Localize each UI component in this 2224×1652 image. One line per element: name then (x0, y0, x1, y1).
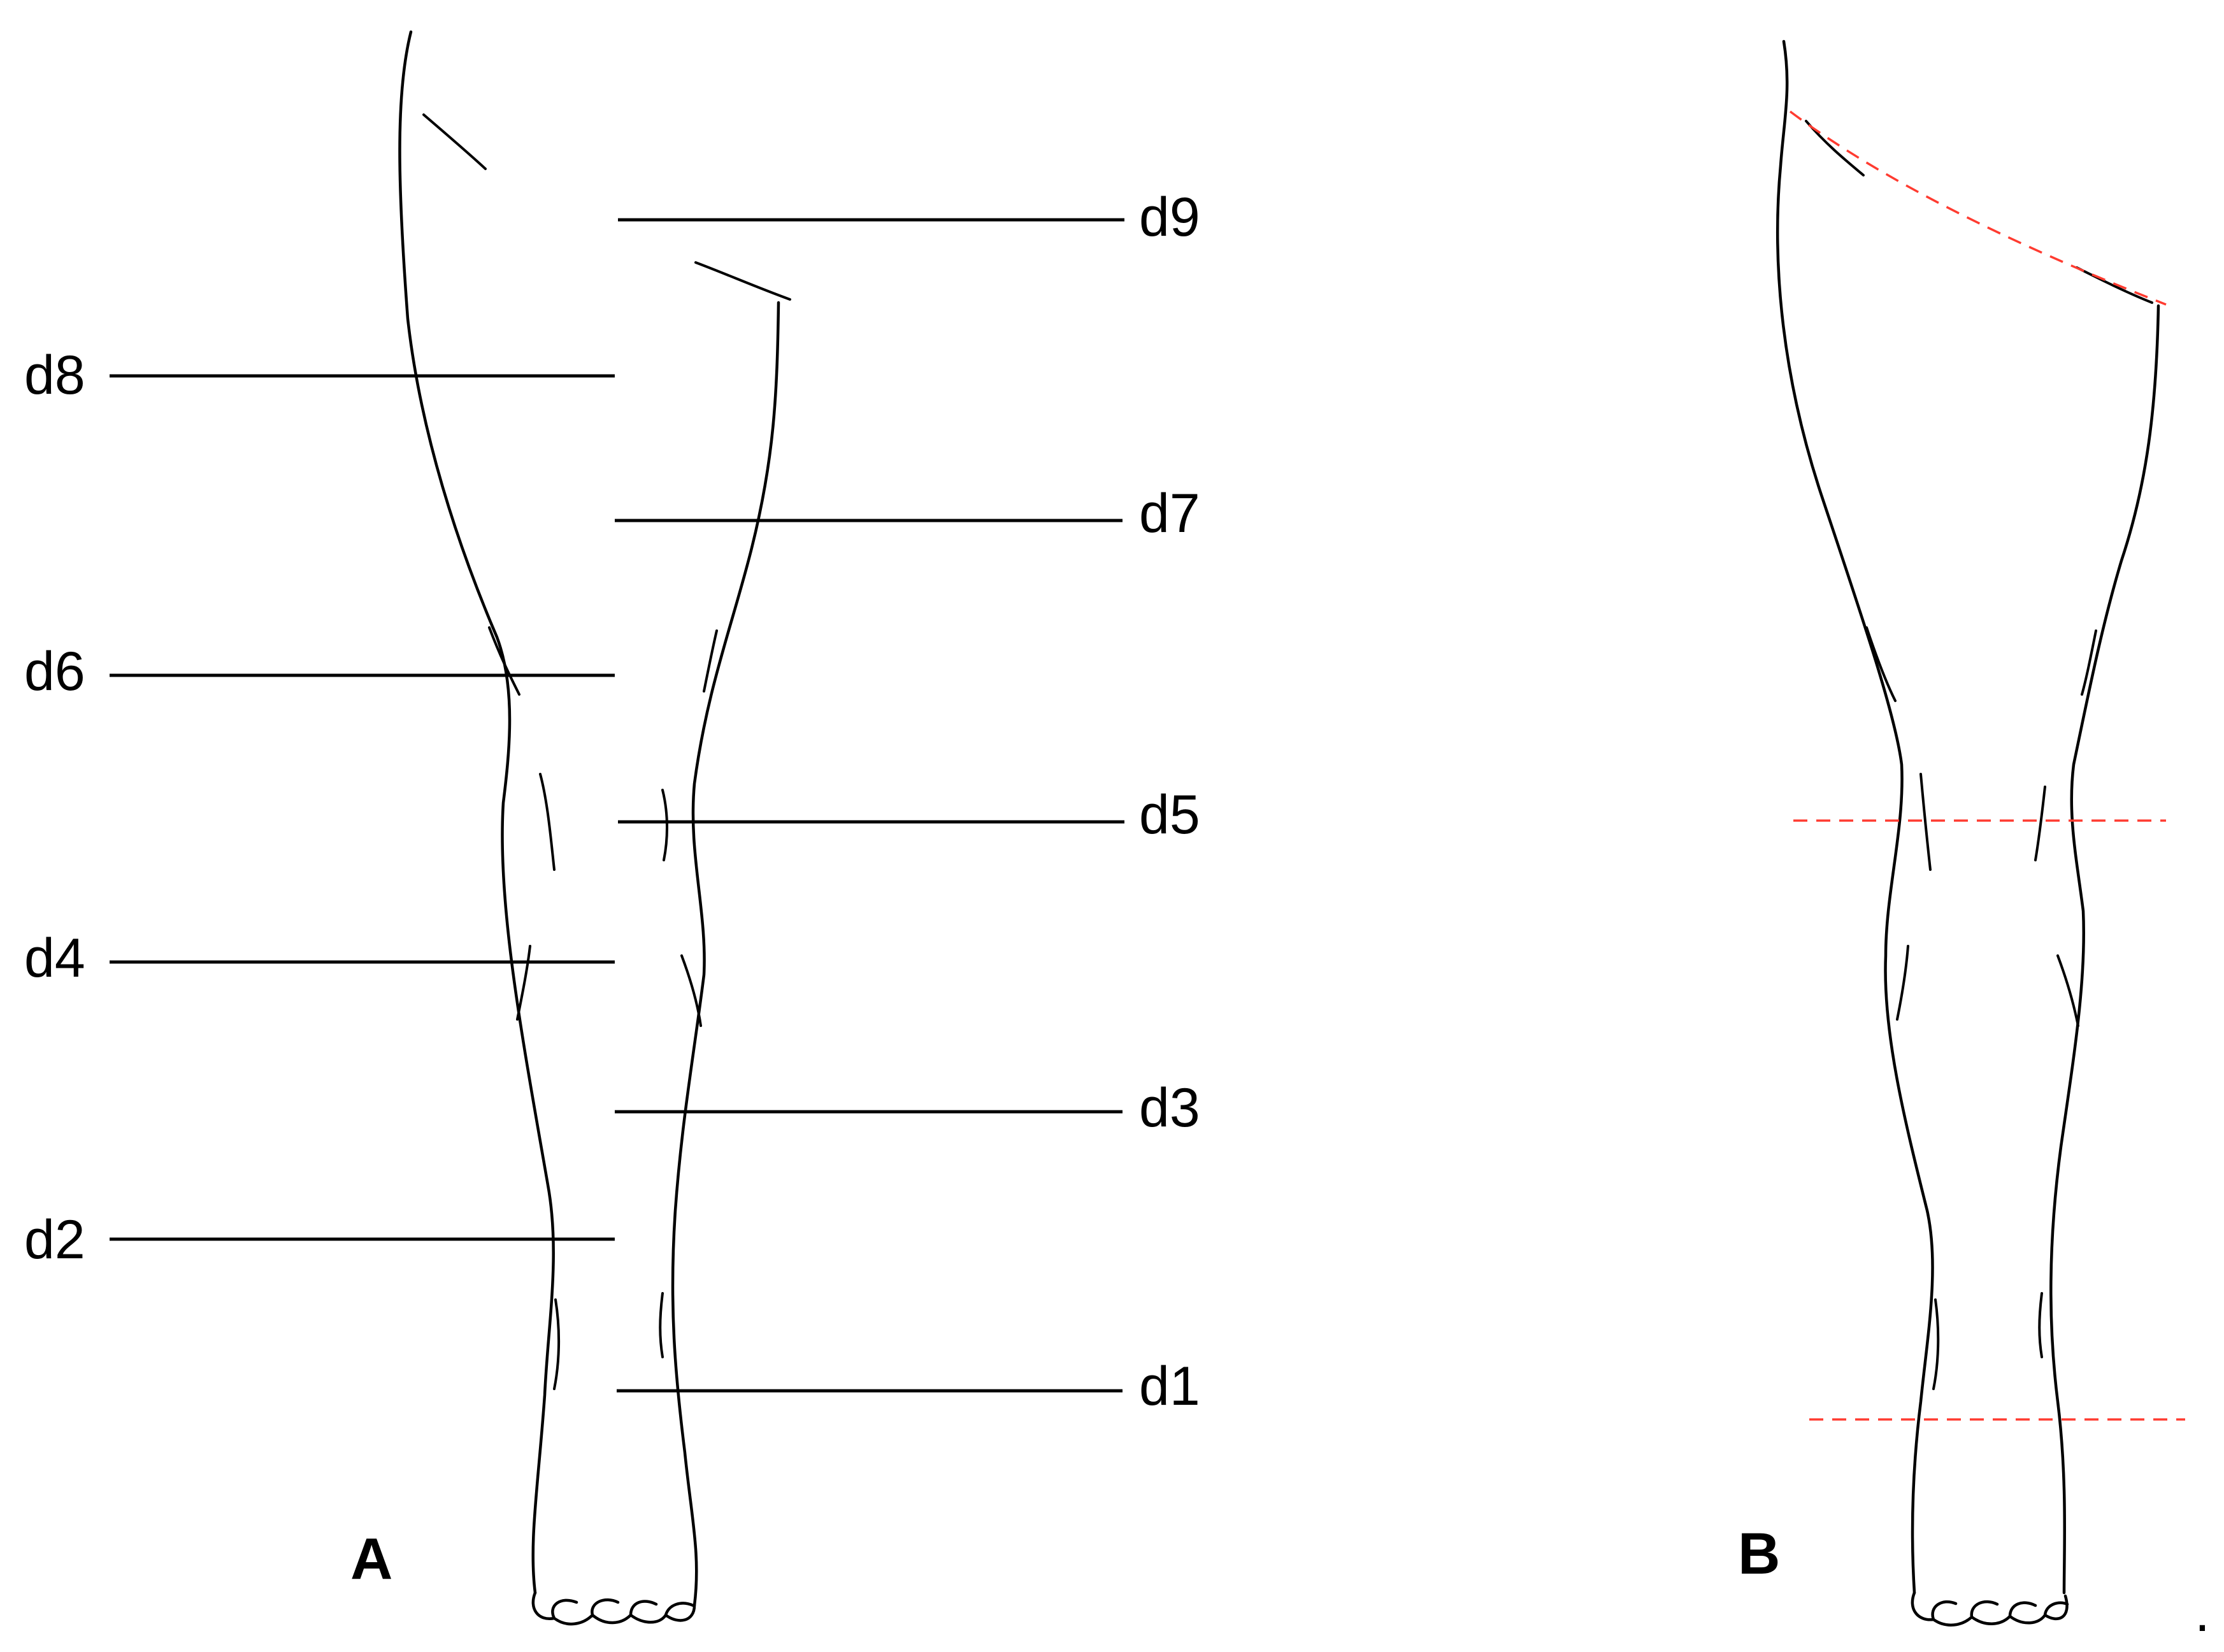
leg-a-patella-left (539, 773, 556, 871)
level-d2-label: d2 (24, 1209, 85, 1270)
panel-a-label: A (350, 1526, 392, 1591)
leg-a-ankle-left (553, 1298, 561, 1390)
level-d1-label: d1 (1139, 1356, 1200, 1417)
leg-b-inner-contour (2049, 304, 2160, 1595)
leg-b-knee-line-right (2081, 629, 2097, 696)
leg-a-shin-right (680, 954, 702, 1027)
panel-b: B (1738, 40, 2185, 1627)
leg-b-shin-right (2056, 954, 2079, 1027)
leg-a-patella-right (661, 789, 668, 861)
level-d8-label: d8 (24, 345, 85, 406)
trailing-dot: . (2195, 1582, 2210, 1643)
panel-a: d9 d8 d7 d6 d5 d4 d3 d2 d1 A (24, 30, 1200, 1626)
level-d3-label: d3 (1139, 1077, 1200, 1138)
leg-a-ankle-right (659, 1292, 664, 1358)
leg-b-shin-left (1896, 945, 1909, 1021)
leg-b-patella-left (1919, 773, 1932, 871)
leg-b-groin-crease (2076, 266, 2153, 304)
thigh-top-dashed-curve (1789, 110, 2167, 306)
leg-b-ankle-right (2038, 1292, 2043, 1358)
leg-a-toes (531, 1591, 696, 1626)
leg-b-knee-line-left (1865, 626, 1897, 702)
leg-a-shin-left (516, 945, 531, 1021)
level-d4-label: d4 (24, 928, 85, 989)
level-d6-label: d6 (24, 641, 85, 702)
panel-b-label: B (1738, 1521, 1780, 1586)
leg-b-patella-right (2034, 786, 2046, 861)
leg-a-groin-crease (694, 261, 791, 301)
level-d7-label: d7 (1139, 483, 1200, 544)
leg-b-toes (1911, 1591, 2069, 1627)
leg-b-ankle-left (1932, 1298, 1940, 1390)
leg-a-hip-crease (422, 113, 487, 170)
level-d9-label: d9 (1139, 187, 1200, 248)
leg-a-inner-contour (671, 301, 780, 1607)
leg-a-knee-line-left (488, 626, 520, 696)
level-d5-label: d5 (1139, 784, 1200, 845)
leg-b-outer-contour (1776, 40, 1934, 1595)
leg-a-knee-line-right (703, 629, 718, 693)
leg-a-outer-contour (398, 30, 555, 1595)
